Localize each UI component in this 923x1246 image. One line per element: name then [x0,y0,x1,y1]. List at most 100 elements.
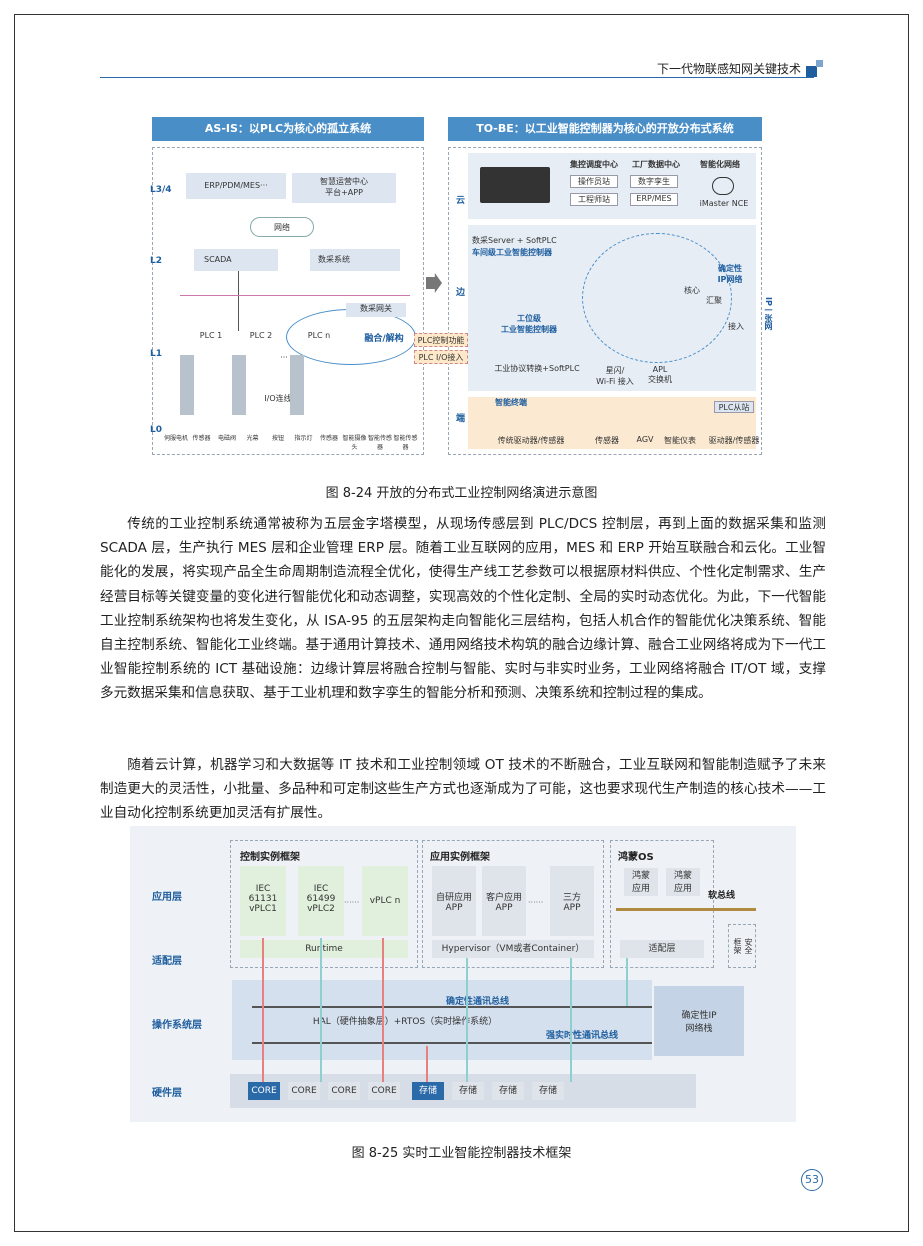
level-l34: L3/4 [150,185,172,195]
hal-rtos: HAL（硬件抽象层）+RTOS（实时操作系统） [312,1017,498,1027]
harmony-app-1: 鸿蒙 应用 [624,868,658,896]
arrow-right-icon [426,273,442,293]
harmony-frame [610,840,714,968]
edge-apl: APL 交换机 [648,365,672,384]
field-device-label: 智能摄像头 [342,435,367,451]
app-third: 三方 APP [550,866,594,936]
rt-bus-line [252,1042,652,1044]
end-terminal: 智能终端 [495,398,527,407]
app-title: 应用实例框架 [430,852,490,863]
field-device-label: 传感器 [192,435,211,442]
harmony-title: 鸿蒙OS [618,852,654,863]
plc1-rack [180,355,194,415]
link-line [626,958,628,1006]
connector [180,295,410,296]
plcn-rack [290,355,304,415]
control-frame [230,840,418,968]
softbus-label: 软总线 [708,891,736,901]
gateway-box: 数采网关 [346,303,406,317]
imaster-nce: iMaster NCE [699,199,749,208]
server-icon [480,167,550,203]
core-label: 核心 [684,286,700,295]
io-label: I/O连线 [264,394,292,403]
vplc-2: IEC 61499 vPLC2 [298,866,344,936]
header-square-icon [806,66,817,77]
field-device-label: 伺服电机 [164,435,189,442]
connector [238,271,239,331]
plc-ellipsis: ··· [280,353,288,362]
paragraph-1: 传统的工业控制系统通常被称为五层金字塔模型，从现场传感层到 PLC/DCS 控制… [100,516,826,702]
tobe-title: TO-BE：以工业智能控制器为核心的开放分布式系统 [448,117,762,141]
rt-bus-label: 强实时性通讯总线 [546,1031,619,1041]
edge-workshop: 车间级工业智能控制器 [472,248,552,257]
edge-station: 工位级 工业智能控制器 [501,314,557,334]
plc2-label: PLC 2 [249,331,273,340]
figure-8-24: AS-IS：以PLC为核心的孤立系统 TO-BE：以工业智能控制器为核心的开放分… [150,113,773,458]
access-label: 接入 [728,322,744,331]
asis-title: AS-IS：以PLC为核心的孤立系统 [152,117,424,141]
link-line [570,958,572,1082]
level-edge: 边 [456,288,466,298]
end-sensor: 传感器 [595,436,619,445]
end-agv: AGV [636,435,654,444]
control-title: 控制实例框架 [240,852,300,863]
end-drv2: 驱动器/传感器 [708,436,760,445]
level-l1: L1 [150,349,162,359]
app-self: 自研应用 APP [432,866,476,936]
page-number: 53 [801,1169,823,1191]
header-square-small-icon [816,60,823,67]
cloud-dc: 工厂数据中心 [632,160,680,169]
link-line [426,1046,428,1082]
field-device-label: 光幕 [246,435,259,442]
hw-storage-1: 存储 [412,1082,444,1100]
field-devices: 伺服电机传感器电磁阀光幕按钮指示灯传感器智能摄像头智能传感器智能传感器 [164,419,426,451]
end-drive: 传统驱动器/传感器 [497,436,565,445]
tobe-panel [448,147,762,455]
figure-8-25: 应用层 适配层 操作系统层 硬件层 控制实例框架 应用实例框架 鸿蒙OS IEC… [130,826,796,1122]
page-frame [14,14,909,1232]
fusion-label: 融合/解构 [364,334,404,344]
app-customer: 客户应用 APP [482,866,526,936]
plc-control-function: PLC控制功能 [414,333,468,347]
layer-hardware: 硬件层 [152,1088,182,1099]
level-end: 端 [456,414,466,424]
field-device-label: 电磁阀 [217,435,236,442]
field-device-label: 传感器 [319,435,338,442]
field-device-label: 按钮 [271,435,284,442]
erp-mes: ERP/MES [630,193,678,206]
det-ip-stack: 确定性IP 网络栈 [654,986,744,1056]
plc-io-access: PLC I/O接入 [414,350,468,364]
layer-os: 操作系统层 [152,1020,202,1031]
security-label: 安全 框架 [733,938,753,954]
app-frame [422,840,604,968]
engineer-station: 工程师站 [570,193,618,206]
network-cloud: 网络 [250,217,314,237]
det-bus-line [252,1006,652,1008]
figure-8-25-caption: 图 8-25 实时工业智能控制器技术框架 [351,1146,572,1161]
hw-storage-4: 存储 [532,1082,564,1100]
link-line [320,938,322,1082]
level-cloud: 云 [456,196,466,206]
app-dots: ······ [528,898,544,907]
header-rule [100,64,814,78]
security-frame [728,924,756,968]
running-header: 下一代物联感知网关键技术 [656,62,801,76]
edge-starflash: 星闪/ Wi-Fi 接入 [596,366,634,386]
harmony-adapter: 适配层 [620,940,704,958]
softbus-line [616,908,756,911]
end-plcslave: PLC从站 [714,401,754,413]
layer-adapter: 适配层 [152,956,182,967]
end-meter: 智能仪表 [664,436,696,445]
hw-core-4: CORE [368,1082,400,1100]
level-l2: L2 [150,256,162,266]
link-line [466,958,468,1082]
det-network-label: 确定性 IP网络 [717,264,743,284]
plc2-rack [232,355,246,415]
asis-panel [152,147,424,455]
cloud-icon [712,177,734,195]
vplc-dots: ······ [344,898,360,907]
edge-proto: 工业协议转换+SoftPLC [494,364,580,373]
end-area [468,397,756,449]
ip-one-network: IP一张网 [764,296,773,330]
paragraph-2: 随着云计算，机器学习和大数据等 IT 技术和工业控制领域 OT 技术的不断融合，… [100,757,826,822]
